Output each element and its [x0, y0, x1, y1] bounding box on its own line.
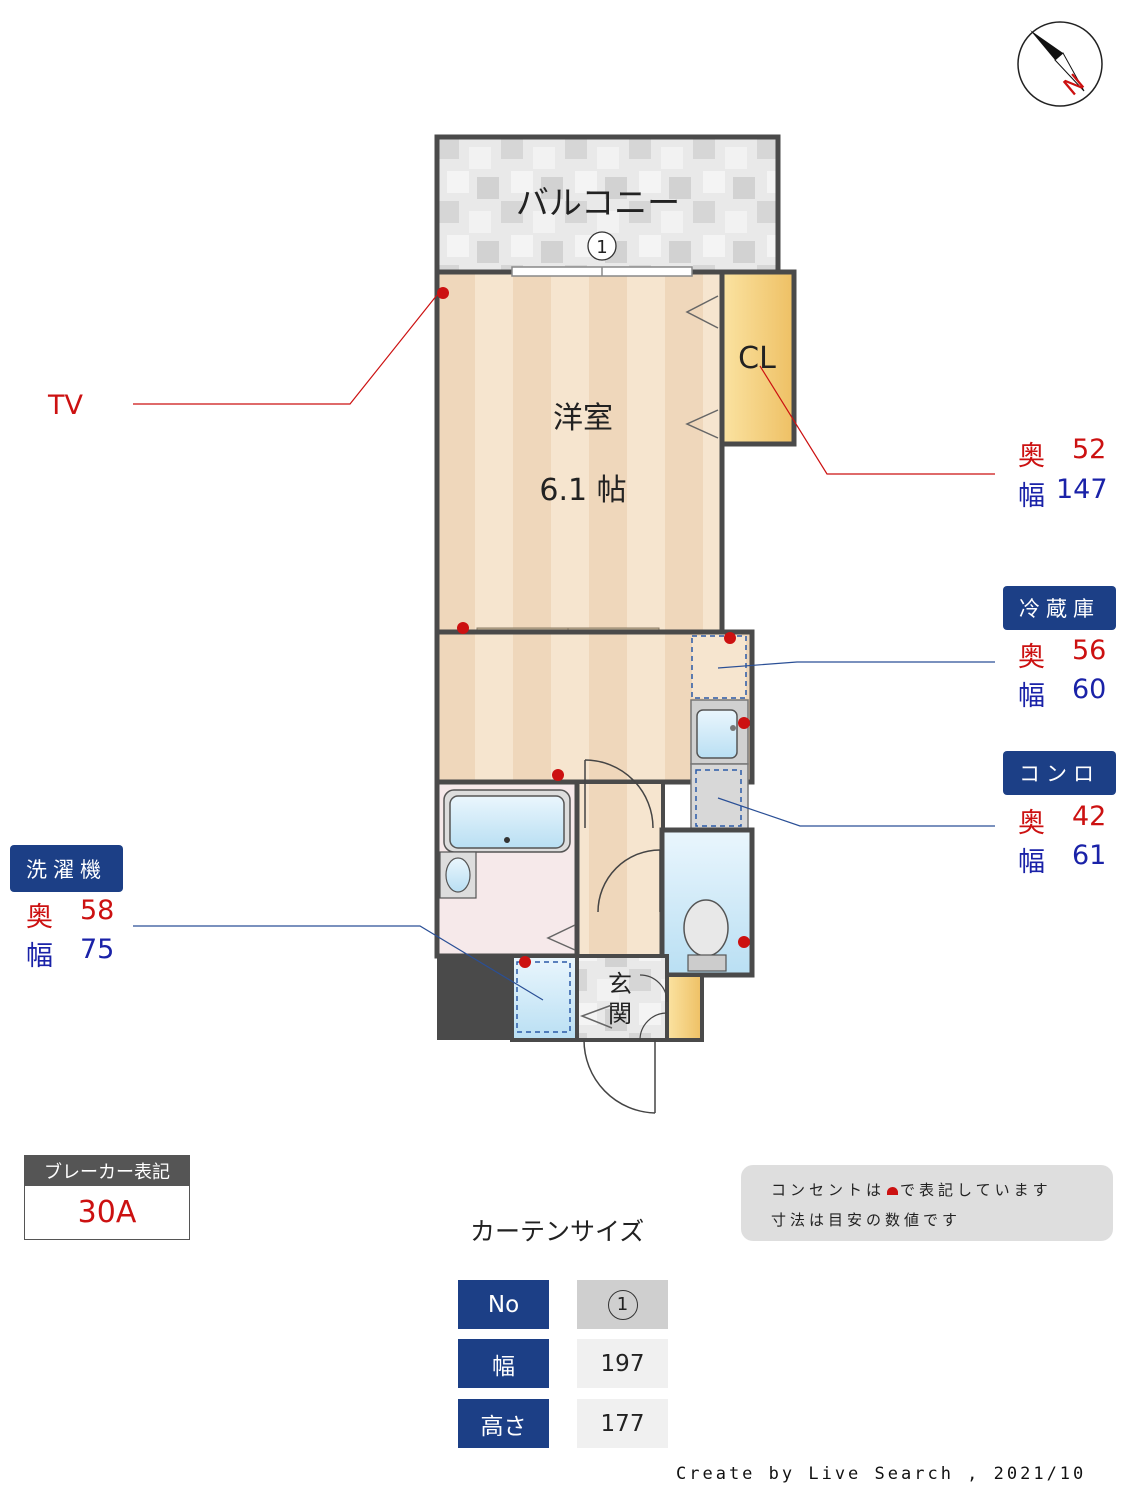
stove-depth: 42	[1072, 801, 1107, 832]
breaker-panel: ブレーカー表記 30A	[24, 1155, 190, 1240]
curtain-title: カーテンサイズ	[470, 1217, 645, 1246]
closet-depth-label: 奥	[1018, 441, 1045, 472]
entrance-label-top: 玄	[608, 970, 632, 998]
curtain-head-no: No	[458, 1280, 549, 1329]
western-room	[434, 269, 725, 635]
stove-leader-line	[717, 797, 995, 827]
curtain-head-height: 高さ	[458, 1399, 549, 1448]
entrance-label-bottom: 関	[608, 1000, 632, 1028]
curtain-no-circle: 1	[607, 1289, 638, 1320]
legend-line-1-a: コンセントは	[771, 1181, 886, 1199]
closet-width-label: 幅	[1018, 481, 1045, 512]
compass-icon: N	[1017, 21, 1103, 107]
fridge-depth: 56	[1072, 635, 1107, 666]
washer-space	[510, 954, 579, 1042]
washer-title: 洗濯機	[10, 845, 123, 892]
stove	[690, 763, 749, 831]
tv-label: TV	[48, 390, 83, 421]
legend-line-1: コンセントはで表記しています	[771, 1179, 1052, 1200]
fridge-width: 60	[1072, 674, 1107, 705]
storage-block	[437, 956, 512, 1040]
stove-depth-label: 奥	[1018, 808, 1045, 839]
legend-note: コンセントはで表記しています 寸法は目安の数値です	[741, 1165, 1113, 1241]
closet-depth: 52	[1072, 434, 1107, 465]
washer-width-label: 幅	[26, 941, 53, 972]
curtain-value-height: 177	[577, 1399, 668, 1448]
closet	[719, 269, 797, 447]
fridge-width-label: 幅	[1018, 681, 1045, 712]
western-room-label: 洋室	[553, 401, 613, 436]
washer-width: 75	[80, 934, 115, 965]
legend-line-2: 寸法は目安の数値です	[771, 1211, 962, 1229]
curtain-value-width: 197	[577, 1339, 668, 1388]
fridge-leader-line	[717, 661, 995, 669]
tv-leader-line	[133, 294, 438, 405]
breaker-label: ブレーカー表記	[25, 1156, 189, 1186]
closet-label: CL	[738, 341, 776, 376]
washer-depth: 58	[80, 895, 115, 926]
closet-width: 147	[1056, 474, 1108, 505]
western-room-size: 6.1 帖	[539, 473, 626, 508]
outlet-markers	[437, 287, 750, 968]
curtain-value-no: 1	[577, 1280, 668, 1329]
curtain-head-width: 幅	[458, 1339, 549, 1388]
balcony-window-number: 1	[596, 237, 607, 258]
stove-width: 61	[1072, 840, 1107, 871]
balcony-label: バルコニー	[516, 183, 680, 222]
stove-width-label: 幅	[1018, 847, 1045, 878]
legend-line-1-b: で表記しています	[900, 1181, 1052, 1199]
closet-leader-line	[759, 365, 995, 475]
fridge-title: 冷蔵庫	[1003, 586, 1116, 630]
washer-depth-label: 奥	[26, 902, 53, 933]
washer-leader-line	[133, 925, 544, 1001]
fridge-depth-label: 奥	[1018, 642, 1045, 673]
stove-title: コンロ	[1003, 751, 1116, 795]
breaker-value: 30A	[77, 1195, 137, 1230]
outlet-icon	[887, 1187, 899, 1195]
credit-text: Create by Live Search , 2021/10	[676, 1464, 1087, 1484]
